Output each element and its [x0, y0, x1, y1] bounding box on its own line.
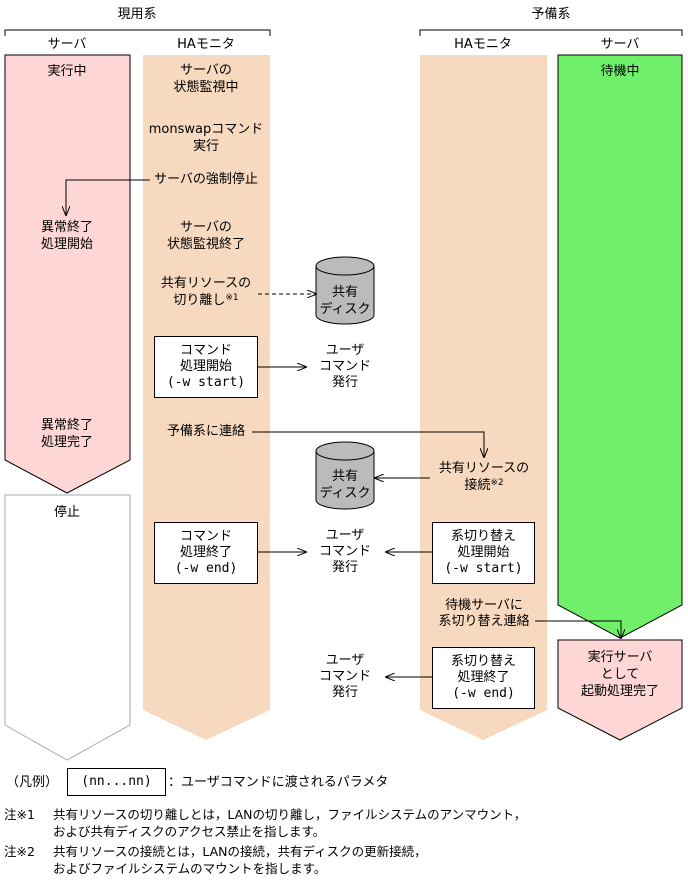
monitor-end-line-1: サーバの [180, 220, 232, 235]
note-1-line-2: および共有ディスクのアクセス禁止を指します。 [53, 824, 326, 839]
monitoring-line-1: サーバの [180, 63, 232, 78]
note-1-mark: 注※1 [4, 807, 35, 822]
command-start-line-2: 処理開始 [179, 359, 232, 374]
abnormal-end-line-2: 処理完了 [40, 435, 93, 450]
shared-disk-icon [315, 441, 375, 510]
detach-line-2: 切り離し※1 [173, 293, 239, 308]
command-start-box: コマンド 処理開始 (-w start) [154, 336, 258, 398]
switch-start-param: (-w start) [444, 561, 523, 576]
active-server-running-lane [4, 54, 131, 494]
standby-system-bracket [419, 29, 683, 36]
disk-label-line-2: ディスク [319, 302, 371, 317]
notify-server-line-1: 待機サーバに [445, 598, 523, 613]
active-system-label: 現用系 [117, 7, 157, 22]
note-2-line-2: およびファイルシステムのマウントを指します。 [53, 861, 327, 876]
attach-line-2: 接続※2 [464, 478, 504, 493]
legend-description: ：ユーザコマンドに渡されるパラメタ [168, 775, 389, 790]
notify-standby-label: 予備系に連絡 [166, 424, 245, 439]
attach-note-mark: ※2 [490, 478, 504, 488]
active-system-bracket [4, 29, 271, 36]
user-command-line-3: 発行 [331, 685, 358, 700]
command-end-param: (-w end) [174, 561, 238, 576]
user-command-line-2: コマンド [318, 544, 371, 559]
switch-start-line-2: 処理開始 [457, 545, 510, 560]
standby-monitor-column-title: HAモニタ [454, 37, 512, 52]
legend-sample: (nn...nn) [81, 774, 152, 789]
switch-end-line-2: 処理終了 [457, 670, 510, 685]
user-command-line-3: 発行 [331, 560, 358, 575]
command-start-param: (-w start) [166, 375, 246, 390]
force-stop-arrow [66, 179, 150, 215]
disk-label-line-2: ディスク [319, 486, 371, 501]
notify-server-line-2: 系切り替え連絡 [438, 614, 530, 629]
monitor-end-line-2: 状態監視終了 [166, 237, 245, 252]
notify-standby-server-arrow [535, 620, 621, 638]
standby-server-waiting-lane [557, 54, 683, 639]
boot-line-1: 実行サーバ [587, 650, 653, 665]
command-start-line-1: コマンド [179, 343, 232, 358]
shared-disk-icon [315, 256, 375, 325]
user-command-line-1: ユーザ [325, 653, 365, 668]
monswap-line-2: 実行 [192, 139, 219, 154]
detach-note-mark: ※1 [225, 293, 239, 303]
standby-system-label: 予備系 [531, 7, 571, 22]
legend-sample-box: (nn...nn) [67, 768, 166, 796]
user-command-line-1: ユーザ [325, 343, 365, 358]
abnormal-start-line-2: 処理開始 [40, 237, 93, 252]
active-monitor-column-title: HAモニタ [177, 37, 235, 52]
active-server-column-title: サーバ [47, 37, 87, 52]
user-command-line-2: コマンド [318, 669, 371, 684]
disk-label-line-1: 共有 [331, 285, 358, 300]
standby-server-running-lane [557, 639, 683, 741]
disk-label-line-1: 共有 [331, 469, 358, 484]
notify-standby-arrow [252, 431, 484, 457]
monswap-line-1: monswapコマンド [148, 122, 264, 137]
switch-start-line-1: 系切り替え [450, 529, 516, 544]
active-server-stopped-lane [4, 494, 131, 761]
switch-start-box: 系切り替え 処理開始 (-w start) [432, 522, 535, 584]
user-command-line-2: コマンド [318, 359, 371, 374]
boot-line-3: 起動処理完了 [580, 684, 659, 699]
attach-line-1: 共有リソースの [438, 461, 530, 476]
standby-server-column-title: サーバ [600, 37, 640, 52]
detach-line-1: 共有リソースの [160, 276, 252, 291]
boot-line-2: として [600, 667, 640, 682]
abnormal-end-line-1: 異常終了 [40, 418, 93, 433]
user-command-line-3: 発行 [331, 375, 358, 390]
waiting-state: 待機中 [600, 64, 640, 79]
note-2-line-1: 共有リソースの接続とは，LANの接続，共有ディスクの更新接続， [53, 844, 427, 859]
monitoring-line-2: 状態監視中 [173, 80, 239, 95]
stopped-state: 停止 [53, 505, 80, 520]
command-end-line-1: コマンド [179, 529, 232, 544]
user-command-line-1: ユーザ [325, 528, 365, 543]
switch-end-param: (-w end) [452, 686, 515, 701]
switch-end-line-1: 系切り替え [450, 654, 516, 669]
legend-label: （凡例） [6, 775, 59, 790]
force-stop-label: サーバの強制停止 [154, 172, 258, 187]
running-state: 実行中 [47, 64, 87, 79]
command-end-box: コマンド 処理終了 (-w end) [154, 522, 258, 584]
switch-end-box: 系切り替え 処理終了 (-w end) [432, 647, 535, 709]
note-2-mark: 注※2 [4, 844, 35, 859]
note-1-line-1: 共有リソースの切り離しとは，LANの切り離し，ファイルシステムのアンマウント， [53, 807, 527, 822]
command-end-line-2: 処理終了 [179, 545, 232, 560]
abnormal-start-line-1: 異常終了 [40, 220, 93, 235]
standby-monitor-lane [420, 55, 547, 740]
